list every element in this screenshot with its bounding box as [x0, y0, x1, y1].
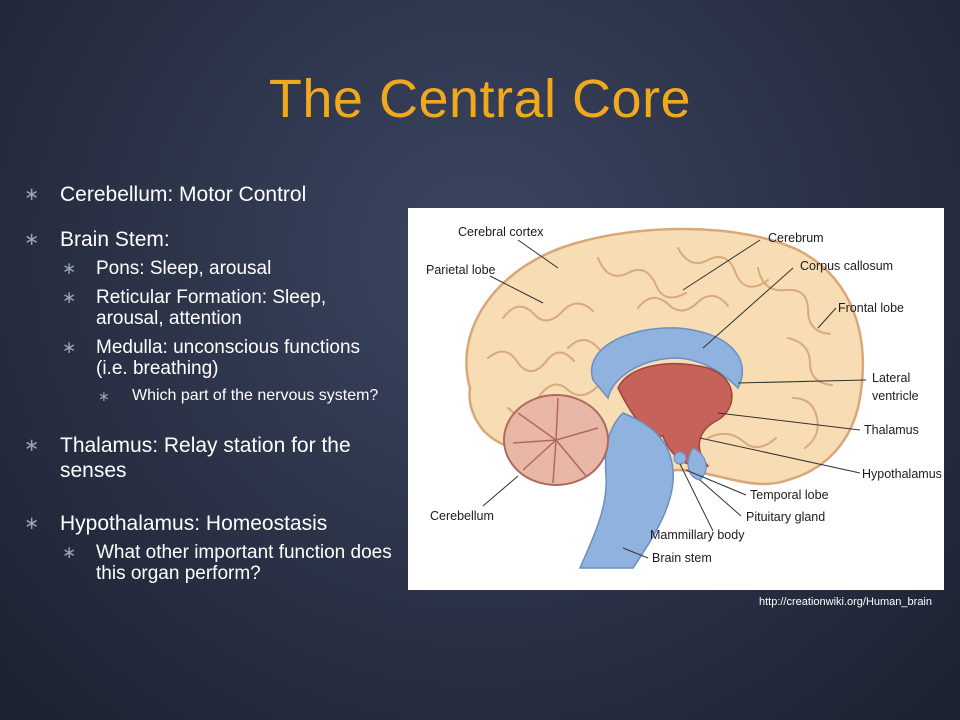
asterisk-bullet-icon: ∗ — [62, 259, 77, 278]
bullet-text: Thalamus: Relay station for the senses — [60, 434, 351, 482]
label-hypothalamus: Hypothalamus — [862, 467, 942, 481]
label-ventricle: ventricle — [872, 389, 919, 403]
label-frontal-lobe: Frontal lobe — [838, 301, 904, 315]
bullet-cerebellum: ∗ Cerebellum: Motor Control — [24, 182, 414, 207]
bullet-list: ∗ Cerebellum: Motor Control ∗ Brain Stem… — [24, 182, 414, 584]
bullet-text: Cerebellum: Motor Control — [60, 183, 307, 206]
asterisk-bullet-icon: ∗ — [62, 338, 77, 357]
bullet-text: Medulla: unconscious functions (i.e. bre… — [96, 337, 361, 379]
bullet-hypothalamus: ∗ Hypothalamus: Homeostasis — [24, 511, 430, 536]
bullet-pons: ∗ Pons: Sleep, arousal — [24, 258, 414, 279]
thalamus-shape — [617, 363, 733, 468]
bullet-text: Which part of the nervous system? — [132, 387, 379, 404]
image-credit: http://creationwiki.org/Human_brain — [758, 596, 932, 608]
bullet-text: Reticular Formation: Sleep, arousal, att… — [96, 287, 327, 329]
slide-title: The Central Core — [268, 69, 692, 129]
asterisk-bullet-icon: ∗ — [24, 184, 40, 204]
corpus-callosum-shape — [590, 327, 744, 400]
bullet-thalamus: ∗ Thalamus: Relay station for the senses — [24, 433, 410, 483]
asterisk-bullet-icon: ∗ — [24, 435, 40, 455]
mammillary-body-shape — [673, 451, 687, 465]
label-mammillary-body: Mammillary body — [650, 528, 745, 542]
bullet-brain-stem: ∗ Brain Stem: — [24, 227, 414, 252]
brain-stem-shape — [578, 412, 674, 569]
brain-diagram: Cerebral cortex Parietal lobe Cerebrum C… — [408, 208, 944, 590]
asterisk-bullet-icon: ∗ — [98, 388, 110, 404]
bullet-text: Brain Stem: — [60, 228, 170, 251]
label-cerebral-cortex: Cerebral cortex — [458, 225, 544, 239]
label-cerebellum: Cerebellum — [430, 509, 494, 523]
bullet-text: Pons: Sleep, arousal — [96, 258, 272, 279]
asterisk-bullet-icon: ∗ — [24, 513, 40, 533]
asterisk-bullet-icon: ∗ — [24, 229, 40, 249]
leader-lines — [482, 239, 867, 559]
bullet-reticular: ∗ Reticular Formation: Sleep, arousal, a… — [24, 287, 396, 329]
bullet-hypothalamus-question: ∗ What other important function does thi… — [24, 542, 396, 584]
label-corpus-callosum: Corpus callosum — [800, 259, 893, 273]
label-cerebrum: Cerebrum — [768, 231, 824, 245]
cerebellum-shape — [503, 394, 609, 486]
label-parietal-lobe: Parietal lobe — [426, 263, 496, 277]
label-temporal-lobe: Temporal lobe — [750, 488, 829, 502]
label-pituitary-gland: Pituitary gland — [746, 510, 825, 524]
asterisk-bullet-icon: ∗ — [62, 288, 77, 307]
label-brain-stem: Brain stem — [652, 551, 712, 565]
asterisk-bullet-icon: ∗ — [62, 543, 77, 562]
bullet-medulla: ∗ Medulla: unconscious functions (i.e. b… — [24, 337, 386, 379]
bullet-medulla-question: ∗ Which part of the nervous system? — [24, 387, 397, 405]
bullet-text: Hypothalamus: Homeostasis — [60, 512, 328, 535]
label-thalamus: Thalamus — [864, 423, 919, 437]
label-lateral: Lateral — [872, 371, 910, 385]
bullet-text: What other important function does this … — [96, 542, 392, 584]
